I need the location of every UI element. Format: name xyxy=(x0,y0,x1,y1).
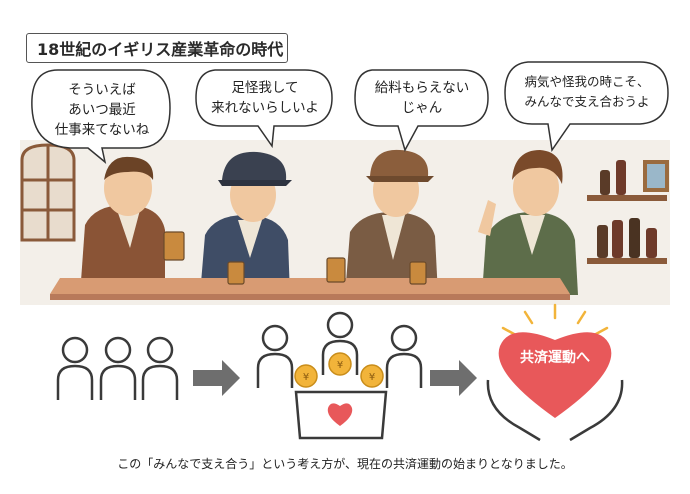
speech-bubble-3 xyxy=(354,69,489,152)
bottle-shelf-illustration xyxy=(587,160,669,264)
speech-bubble-text-4: 病気や怪我の時こそ、 みんなで支え合おうよ xyxy=(524,74,650,109)
speech-bubble-text-1: そういえば あいつ最近 仕事来てないね xyxy=(54,82,150,138)
heart-label: 共済運動へ xyxy=(520,350,590,366)
table-edge xyxy=(50,294,570,300)
page-title: 18世紀のイギリス産業革命の時代 xyxy=(26,33,288,63)
beer-glasses xyxy=(163,231,427,285)
speech-bubble-text-2: 足怪我して 来れないらしいよ xyxy=(211,80,319,116)
man-left-illustration xyxy=(80,156,165,295)
speech-bubble-1 xyxy=(31,69,171,164)
three-people-icon xyxy=(56,336,179,400)
man-cap-illustration xyxy=(200,151,292,295)
heart-hands-icon xyxy=(486,303,624,442)
svg-text:¥: ¥ xyxy=(337,360,343,371)
speech-bubble-4 xyxy=(504,61,669,152)
flow-arrows xyxy=(193,360,477,396)
arrow-right-icon-2 xyxy=(430,360,477,396)
speech-bubble-text-3: 給料もらえない じゃん xyxy=(374,80,470,116)
page-title-text: 18世紀のイギリス産業革命の時代 xyxy=(37,40,284,59)
donation-box-icon xyxy=(294,390,388,440)
caption: この「みんなで支え合う」という考え方が、現在の共済運動の始まりとなりました。 xyxy=(117,457,573,471)
pub-table xyxy=(50,278,570,294)
svg-text:¥: ¥ xyxy=(303,372,309,383)
coins-icon: ¥ ¥ ¥ xyxy=(294,352,384,388)
people-donating-icon xyxy=(256,311,423,388)
man-right-illustration xyxy=(478,150,578,295)
window-illustration xyxy=(20,143,76,242)
svg-text:¥: ¥ xyxy=(369,372,375,383)
speech-bubbles xyxy=(31,61,669,164)
speech-bubble-2 xyxy=(195,69,333,149)
arrow-right-icon-1 xyxy=(193,360,240,396)
